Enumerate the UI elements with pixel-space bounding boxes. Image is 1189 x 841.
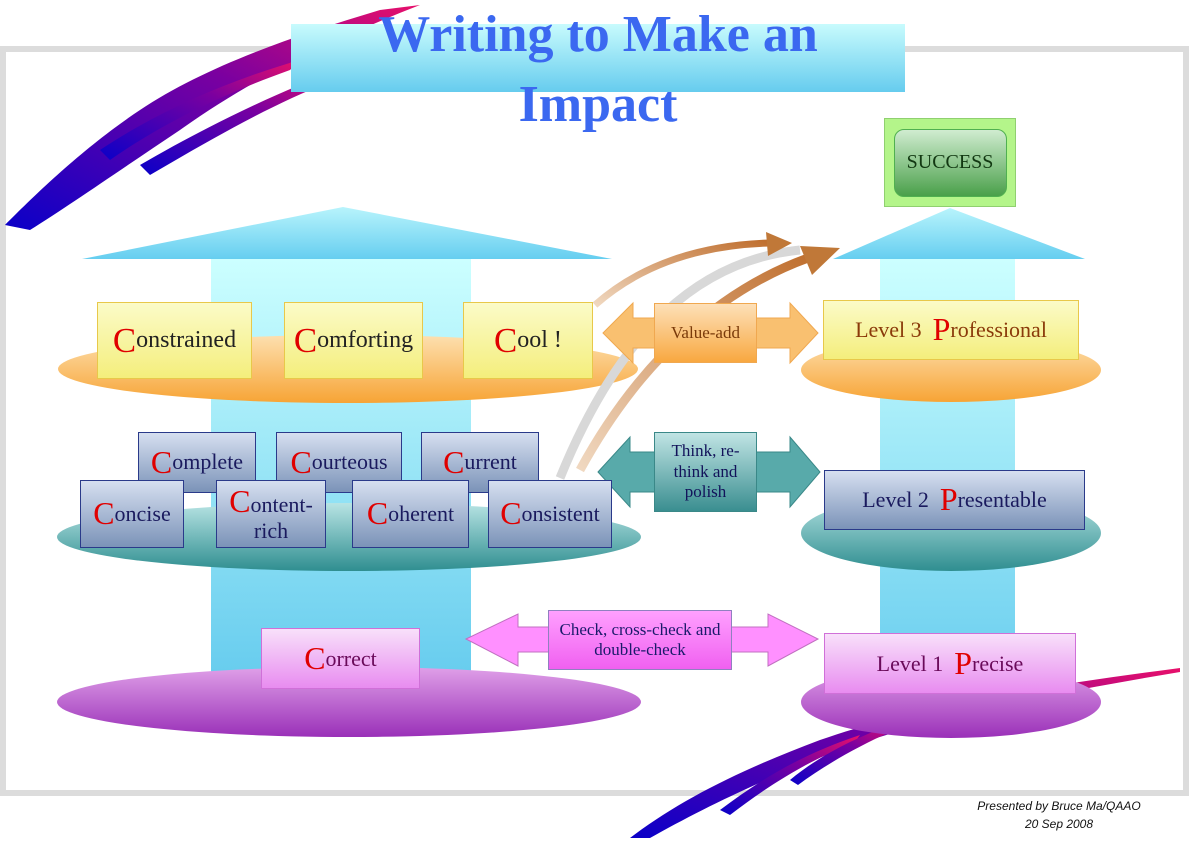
title-banner [291, 24, 905, 92]
left-pillar-roof [82, 207, 612, 259]
page-title: Writing to Make an Impact [291, 0, 905, 140]
presenter-credit: Presented by Bruce Ma/QAAO [977, 799, 1141, 813]
brush-stroke-top [5, 5, 420, 230]
content-rich-box: Content-rich [216, 480, 326, 548]
level1-platform-left [57, 667, 641, 737]
value-add-label: Value-add [654, 303, 757, 363]
success-box: SUCCESS [893, 128, 1007, 197]
right-pillar-roof [833, 208, 1085, 259]
presentation-date: 20 Sep 2008 [1024, 817, 1094, 831]
brush-stroke-bottom [630, 668, 1180, 838]
think-label: Think, re-think and polish [654, 432, 757, 512]
check-label: Check, cross-check and double-check [548, 610, 732, 670]
success-frame: SUCCESS [884, 118, 1016, 207]
title-line-1: Writing to Make an [378, 6, 818, 63]
title-line-2: Impact [518, 76, 678, 133]
